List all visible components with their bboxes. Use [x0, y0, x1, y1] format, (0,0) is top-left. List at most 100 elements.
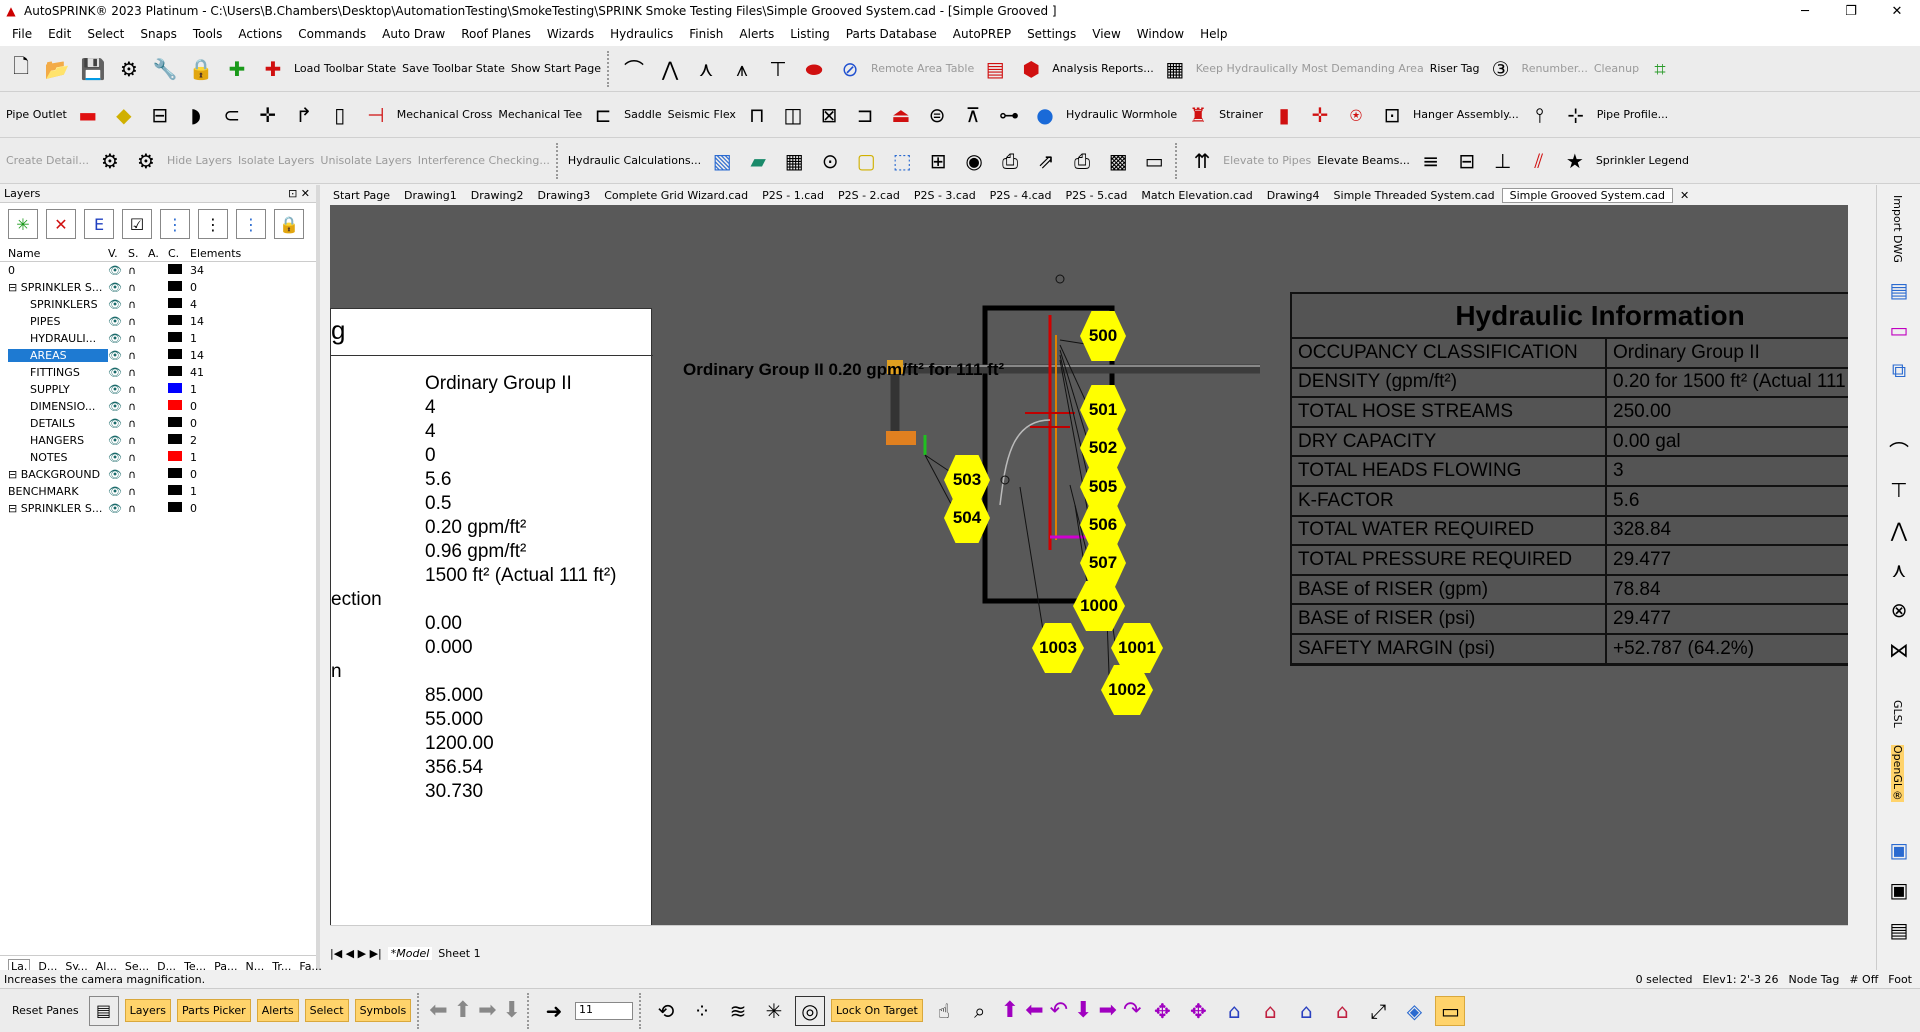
tree-icon[interactable]: ⋏: [1891, 558, 1907, 582]
panel-tab[interactable]: D...: [157, 960, 177, 973]
layer-name[interactable]: ⊟ SPRINKLER S...: [8, 502, 103, 515]
new-layer-icon[interactable]: ✳: [8, 209, 38, 239]
layer-name[interactable]: HANGERS: [30, 434, 85, 447]
snap-icon[interactable]: ∩: [128, 400, 137, 413]
layer-row[interactable]: ⊟ SPRINKLER S...👁∩0: [0, 500, 316, 517]
mechanical-tee-button[interactable]: Mechanical Tee: [498, 108, 583, 121]
sprinkler-fan-icon[interactable]: ⩚: [736, 56, 748, 81]
col-visible[interactable]: V.: [108, 246, 118, 260]
cleanup-icon[interactable]: ⌗: [1654, 56, 1666, 81]
layers-view-icon[interactable]: ◈: [1406, 998, 1423, 1023]
joist-icon[interactable]: ⊟: [1458, 148, 1476, 173]
menu-commands[interactable]: Commands: [298, 27, 367, 41]
tab-sheet-1[interactable]: Sheet 1: [438, 946, 481, 960]
panel-tab[interactable]: Fa...: [299, 960, 322, 973]
hide-layers-button[interactable]: Hide Layers: [166, 154, 232, 167]
saddle-button[interactable]: Saddle: [624, 108, 662, 121]
window-view-icon[interactable]: ▭: [1435, 995, 1466, 1026]
layer-color-swatch[interactable]: [168, 451, 190, 464]
red-pipe-bundle-icon[interactable]: ⫽: [1534, 148, 1544, 173]
doc-tab[interactable]: Drawing2: [470, 188, 524, 202]
visible-eye-icon[interactable]: 👁: [108, 349, 122, 362]
report-icon[interactable]: ▤: [985, 56, 1005, 81]
monitor-icon[interactable]: ▣: [1889, 838, 1909, 862]
snap-icon[interactable]: ∩: [128, 264, 137, 277]
col-snap[interactable]: S.: [128, 246, 139, 260]
brace-icon[interactable]: ⊠: [820, 102, 838, 127]
snap-icon[interactable]: ∩: [128, 434, 137, 447]
hanger-assembly-button[interactable]: Hanger Assembly...: [1413, 108, 1519, 121]
cap-icon[interactable]: ◗: [190, 102, 202, 127]
layers-icon[interactable]: ⧉: [1891, 358, 1907, 382]
cross-fitting-icon[interactable]: ✛: [259, 102, 277, 127]
visible-eye-icon[interactable]: 👁: [108, 298, 122, 311]
layer-tree-icon[interactable]: ⋮: [160, 209, 190, 239]
layer-row[interactable]: BENCHMARK👁∩1: [0, 483, 316, 500]
layer-filter-icon[interactable]: ⋮: [236, 209, 266, 239]
layer-row[interactable]: NOTES👁∩1: [0, 449, 316, 466]
nudge-down-icon[interactable]: ⬇: [502, 998, 522, 1023]
check-valve-icon[interactable]: ⊶: [998, 102, 1019, 127]
layer-properties-icon[interactable]: E: [84, 209, 114, 239]
isolate-layers-button[interactable]: Isolate Layers: [237, 154, 315, 167]
layer-lock-icon[interactable]: 🔒: [274, 209, 304, 239]
red-valve-icon[interactable]: ⬬: [805, 56, 823, 81]
menu-help[interactable]: Help: [1200, 27, 1228, 41]
zoom-icon[interactable]: ⌕: [974, 998, 986, 1023]
import-dwg-tab[interactable]: Import DWG: [1891, 195, 1904, 263]
visible-eye-icon[interactable]: 👁: [108, 485, 122, 498]
view-icon[interactable]: ◉: [965, 148, 983, 173]
doc-tab[interactable]: Complete Grid Wizard.cad: [604, 188, 749, 202]
layer-name[interactable]: ⊟ SPRINKLER S...: [8, 281, 103, 294]
curve-icon[interactable]: ⌒: [1889, 439, 1909, 464]
toolbar-grip[interactable]: [607, 50, 613, 87]
snap-icon[interactable]: ∩: [128, 315, 137, 328]
snap-icon[interactable]: ∩: [128, 281, 137, 294]
visible-eye-icon[interactable]: 👁: [108, 366, 122, 379]
layer-color-swatch[interactable]: [168, 281, 190, 294]
plot-icon[interactable]: ▩: [1108, 148, 1128, 173]
panel-tab[interactable]: Tr...: [272, 960, 292, 973]
layer-color-swatch[interactable]: [168, 502, 190, 515]
layer-color-swatch[interactable]: [168, 434, 190, 447]
doc-tab-close-icon[interactable]: ✕: [1679, 188, 1690, 202]
no-flow-icon[interactable]: ⊘: [841, 56, 859, 81]
saddle-icon[interactable]: ⊏: [594, 102, 612, 127]
beam-icon[interactable]: ≡: [1422, 148, 1440, 173]
layer-color-swatch[interactable]: [168, 417, 190, 430]
structure-icon[interactable]: ⊗: [1890, 598, 1908, 622]
snap-icon[interactable]: ∩: [128, 298, 137, 311]
layer-name[interactable]: NOTES: [30, 451, 68, 464]
nudge-right-icon[interactable]: ➡: [478, 998, 497, 1023]
glsl-tab[interactable]: GLSL: [1891, 700, 1904, 728]
red-pipe-icon[interactable]: ▬: [78, 102, 98, 127]
explode-icon[interactable]: ✳: [765, 998, 783, 1023]
export-icon[interactable]: ⇗: [1037, 148, 1055, 173]
layer-row[interactable]: DIMENSIO...👁∩0: [0, 398, 316, 415]
red-cross-icon[interactable]: ✛: [1311, 102, 1329, 127]
drawing-canvas[interactable]: g Ordinary Group II 4 4 0 5.6 0.5 0.20 g…: [330, 205, 1848, 925]
nudge-left-icon[interactable]: ⬅: [429, 998, 448, 1023]
status-elevation[interactable]: Elev1: 2'-3 26: [1702, 972, 1779, 986]
panel-icon[interactable]: ⊞: [929, 148, 947, 173]
hydrant-icon[interactable]: ♜: [1189, 102, 1208, 127]
select-box-icon[interactable]: ⬚: [892, 148, 912, 173]
col-active[interactable]: A.: [148, 246, 159, 260]
bend-icon[interactable]: ⊤: [1890, 478, 1908, 502]
layer-name[interactable]: BENCHMARK: [8, 485, 79, 498]
panes-icon[interactable]: ▤: [88, 995, 119, 1026]
panel-tab[interactable]: Se...: [124, 960, 150, 973]
view-side-icon[interactable]: ⌂: [1300, 998, 1313, 1023]
save-icon[interactable]: 💾: [80, 56, 106, 81]
layer-row[interactable]: ⊟ BACKGROUND👁∩0: [0, 466, 316, 483]
structure-icon[interactable]: ⊥: [1494, 148, 1512, 173]
layer-row[interactable]: ⊟ SPRINKLER S...👁∩0: [0, 279, 316, 296]
layer-row[interactable]: PIPES👁∩14: [0, 313, 316, 330]
layer-color-swatch[interactable]: [168, 485, 190, 498]
layer-row[interactable]: HYDRAULI...👁∩1: [0, 330, 316, 347]
layer-color-swatch[interactable]: [168, 264, 190, 277]
book-icon[interactable]: ▰: [750, 148, 766, 173]
pump-icon[interactable]: ⍟: [1350, 102, 1363, 127]
renumber-icon[interactable]: ③: [1491, 56, 1510, 81]
visible-eye-icon[interactable]: 👁: [108, 281, 122, 294]
